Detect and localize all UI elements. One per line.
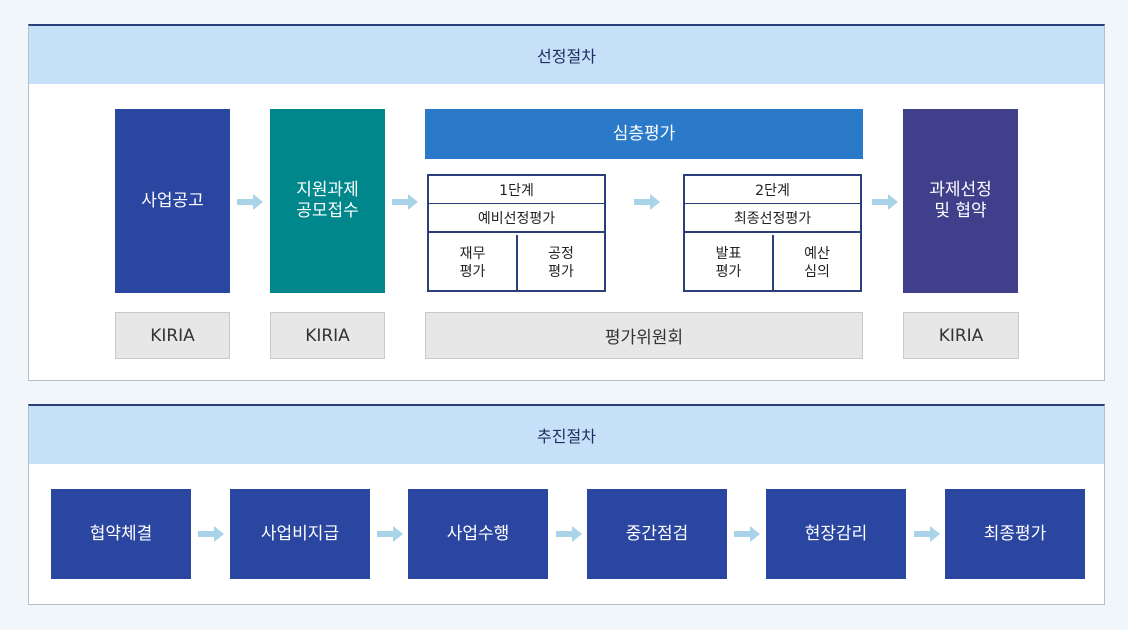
step-box: 협약체결: [51, 489, 191, 579]
stage1-title: 1단계: [429, 176, 604, 204]
org-label: KIRIA: [115, 312, 230, 359]
stage1-cell-fair: 공정 평가: [548, 245, 574, 280]
org-label: KIRIA: [270, 312, 385, 359]
select-box: 과제선정 및 협약: [903, 109, 1018, 293]
apply-box: 지원과제 공모접수: [270, 109, 385, 293]
stage1-cell-finance: 재무 평가: [429, 235, 518, 290]
progress-panel: 추진절차: [28, 404, 1105, 605]
step-box: 최종평가: [945, 489, 1085, 579]
stage2-cell-budget: 예산 심의: [804, 245, 830, 280]
announce-box: 사업공고: [115, 109, 230, 293]
arrow-icon: [872, 194, 898, 210]
stage2-title: 2단계: [685, 176, 860, 204]
stage1-sub: 예비선정평가: [429, 204, 604, 233]
stage2-box: 2단계 최종선정평가 발표 평가 예산 심의: [683, 174, 862, 292]
stage2-cell-presentation: 발표 평가: [685, 235, 774, 290]
arrow-icon: [634, 194, 660, 210]
selection-title: 선정절차: [29, 26, 1104, 84]
step-box: 사업수행: [408, 489, 548, 579]
step-box: 현장감리: [766, 489, 906, 579]
step-box: 중간점검: [587, 489, 727, 579]
step-box: 사업비지급: [230, 489, 370, 579]
org-label: KIRIA: [903, 312, 1019, 359]
arrow-icon: [237, 194, 263, 210]
stage2-sub: 최종선정평가: [685, 204, 860, 233]
stage1-box: 1단계 예비선정평가 재무 평가 공정 평가: [427, 174, 606, 292]
arrow-icon: [392, 194, 418, 210]
committee-label: 평가위원회: [425, 312, 863, 359]
arrow-icon: [914, 526, 940, 542]
arrow-icon: [198, 526, 224, 542]
arrow-icon: [556, 526, 582, 542]
deep-eval-header: 심층평가: [425, 109, 863, 159]
arrow-icon: [734, 526, 760, 542]
arrow-icon: [377, 526, 403, 542]
progress-title: 추진절차: [29, 406, 1104, 464]
